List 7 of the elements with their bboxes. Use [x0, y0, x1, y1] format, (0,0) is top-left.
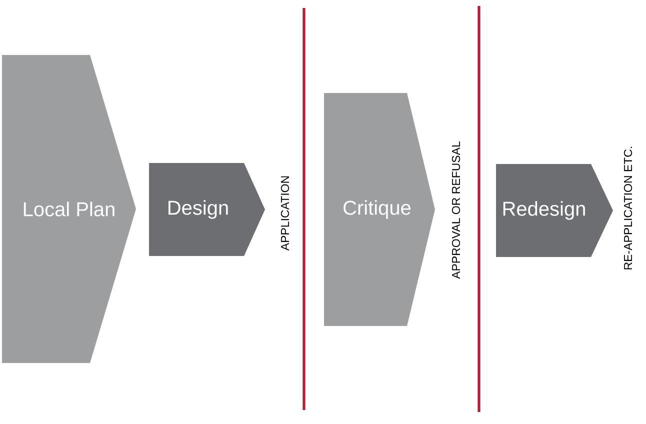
chevron-box: Redesign: [496, 164, 613, 257]
vertical-label: APPLICATION: [280, 176, 290, 251]
vertical-label: RE-APPLICATION ETC.: [624, 146, 632, 270]
chevron-box: Design: [149, 163, 265, 256]
chevron-box: Local Plan: [2, 55, 136, 363]
vertical-label: APPROVAL OR REFUSAL: [452, 142, 460, 279]
chevron-box: Critique: [324, 93, 435, 326]
